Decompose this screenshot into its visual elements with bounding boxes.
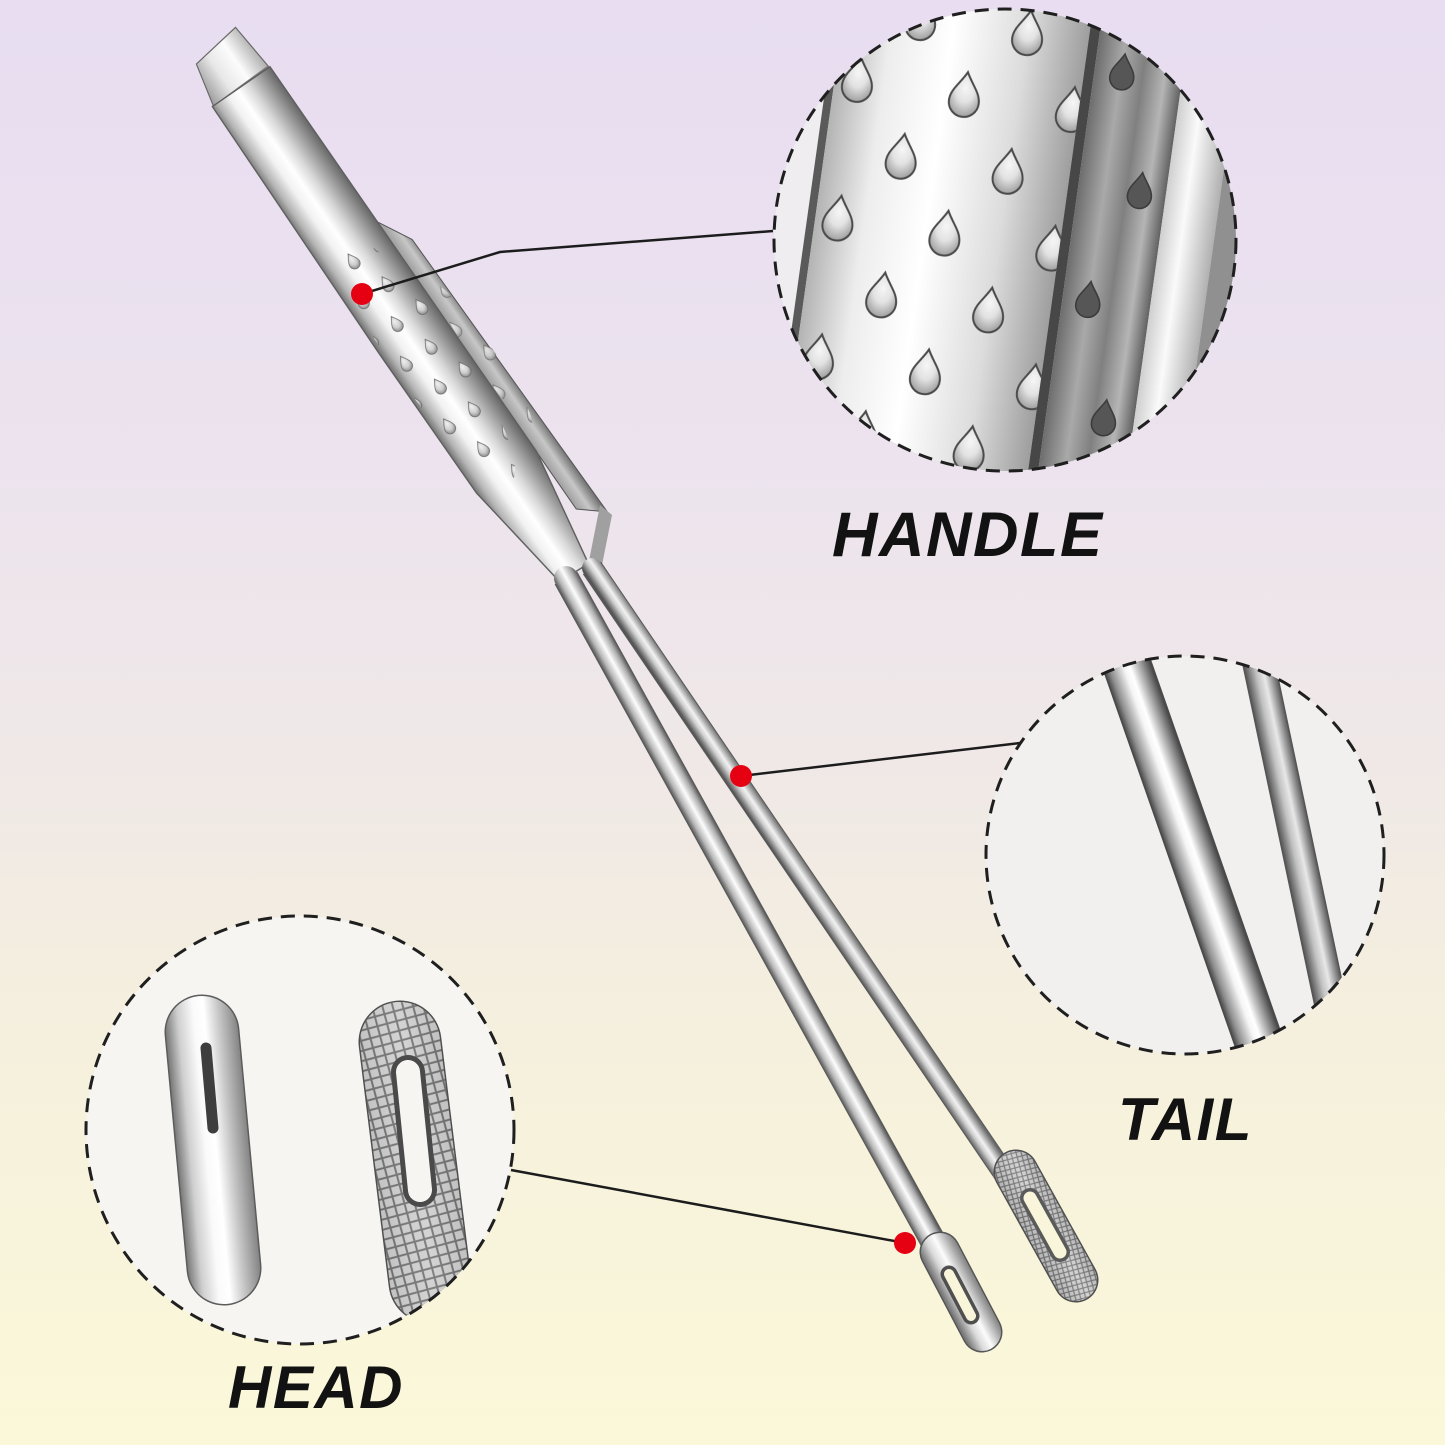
tail-leader-line <box>740 741 1021 778</box>
tongs <box>195 26 1099 1353</box>
handle-leader-line <box>361 229 774 296</box>
handle-marker-dot <box>351 283 373 305</box>
handle-label: HANDLE <box>832 500 1104 570</box>
tongs-handle <box>195 26 609 583</box>
back-plate-dimples <box>434 284 533 425</box>
head-label: HEAD <box>228 1354 404 1421</box>
head-zoom-slot <box>200 1042 219 1134</box>
tail-zoom <box>986 656 1384 1054</box>
handle-zoom-circle <box>772 7 1238 473</box>
tail-label: TAIL <box>1118 1086 1253 1153</box>
head-zoom <box>86 916 514 1344</box>
tail-marker-dot <box>730 765 752 787</box>
front-arm <box>554 566 997 1347</box>
back-tip-slot <box>1023 1191 1067 1259</box>
head-leader-line <box>510 1168 906 1245</box>
tail-zoom-circle <box>984 654 1386 1056</box>
head-zoom-circle <box>84 914 516 1346</box>
front-tip-slot <box>944 1269 976 1321</box>
handle-neck <box>588 505 612 575</box>
head-marker-dot <box>894 1232 916 1254</box>
head-zoom-loop-hole <box>396 1060 432 1202</box>
handle-dimple-cluster <box>336 232 516 483</box>
